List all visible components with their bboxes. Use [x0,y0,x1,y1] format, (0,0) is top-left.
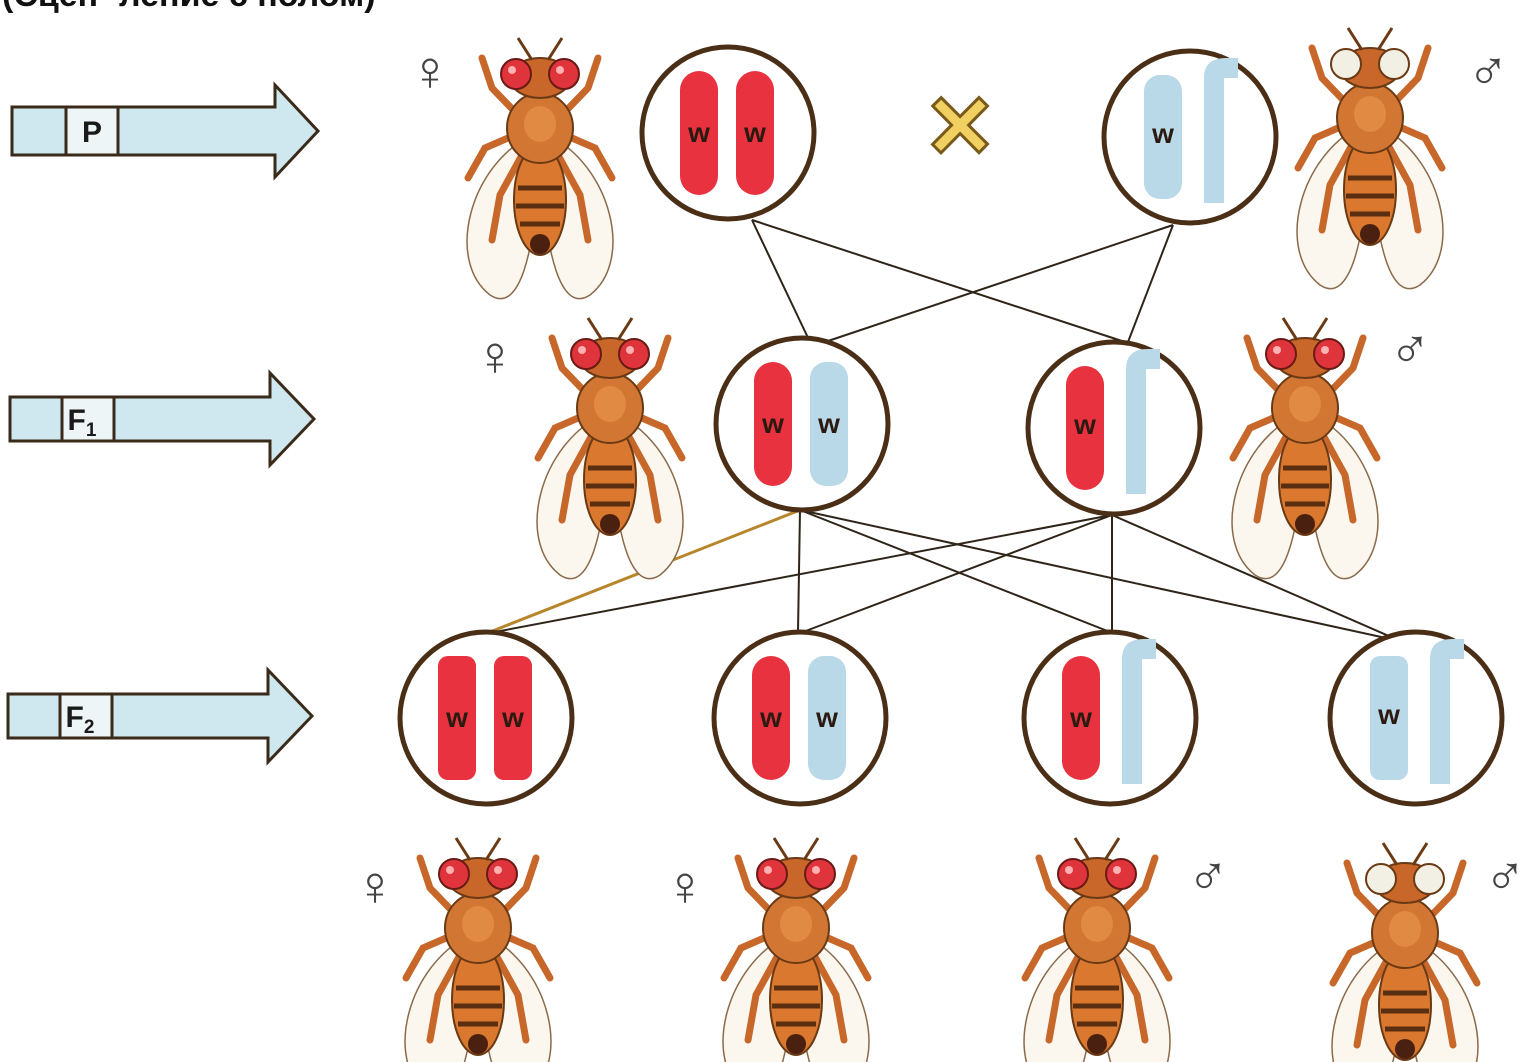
line-p-female-to-f1-female [752,220,810,342]
female-symbol-f2-1: ♀ [354,854,396,917]
genotype-circle-f2-4: w [1330,632,1502,804]
line-p-male-to-f1-female [825,225,1173,342]
allele-label: w [501,702,524,733]
generation-label-p: P [82,116,102,149]
generation-arrow-p: P [12,85,318,177]
male-symbol-f1: ♂ [1389,317,1431,380]
genotype-circle-f1-female: w w [716,338,888,510]
fly-p-male [1297,28,1443,289]
allele-label: w [445,702,468,733]
fly-f2-2 [723,838,869,1062]
genotype-circle-f2-1: w w [400,632,572,804]
allele-label: w [1069,702,1092,733]
fly-f1-female [537,318,683,579]
line-f1-female-to-f2-2 [798,510,800,632]
allele-label: w [1377,699,1400,730]
allele-label: w [1073,409,1096,440]
female-symbol-f1: ♀ [474,324,516,387]
cross-symbol: × [928,63,992,186]
allele-label: w [761,408,784,439]
fly-f2-1 [405,838,551,1062]
fly-p-female [467,38,613,299]
allele-label: w [815,702,838,733]
line-p-male-to-f1-male [1128,225,1173,342]
header-title: (Сцеп- ление с полом) [2,0,376,14]
generation-arrow-f1: F1 [10,373,314,465]
line-f1-female-to-f2-3 [800,510,1110,632]
genotype-circle-p-female: w w [642,47,814,219]
fly-f1-male [1232,318,1378,579]
genotype-circle-p-male: w [1104,51,1276,223]
allele-label: w [1151,118,1174,149]
male-symbol-p: ♂ [1467,39,1509,102]
allele-label: w [687,117,710,148]
genotype-circle-f2-2: w w [714,632,886,804]
female-symbol-p: ♀ [409,39,451,102]
genotype-circle-f2-3: w [1024,632,1196,804]
allele-label: w [817,408,840,439]
fly-f2-4 [1332,843,1478,1062]
allele-label: w [759,702,782,733]
generation-arrow-f2: F2 [8,670,312,762]
allele-label: w [743,117,766,148]
male-symbol-f2-3: ♂ [1187,844,1229,907]
line-p-female-to-f1-male [752,220,1125,342]
male-symbol-f2-4: ♂ [1484,844,1526,907]
genotype-circle-f1-male: w [1028,342,1200,514]
fly-f2-3 [1024,838,1170,1062]
female-symbol-f2-2: ♀ [664,854,706,917]
